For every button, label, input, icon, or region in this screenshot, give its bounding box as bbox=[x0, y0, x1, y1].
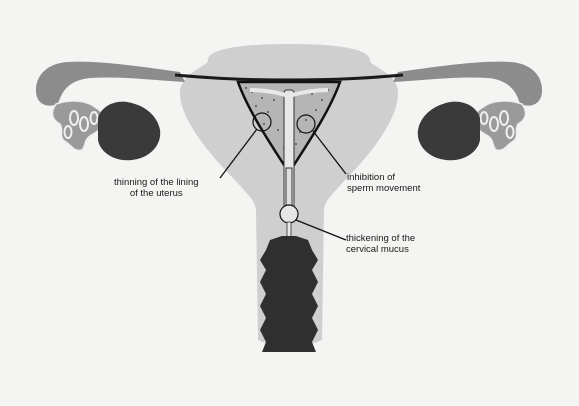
ovary-left bbox=[98, 102, 160, 161]
fallopian-tube-right bbox=[393, 62, 542, 106]
fimbriae-left bbox=[53, 101, 105, 150]
fallopian-tube-left bbox=[36, 62, 185, 106]
callout-mucus-line-1: thickening of the bbox=[346, 233, 415, 244]
callout-sperm-line-1: inhibition of bbox=[347, 172, 420, 183]
callout-lining: thinning of the lining of the uterus bbox=[114, 177, 199, 199]
mucus-circle bbox=[280, 205, 298, 223]
callout-mucus-line-2: cervical mucus bbox=[346, 244, 415, 255]
callout-lining-line-1: thinning of the lining bbox=[114, 177, 199, 188]
callout-sperm: inhibition of sperm movement bbox=[347, 172, 420, 194]
callout-lining-line-2: of the uterus bbox=[114, 188, 199, 199]
callout-mucus: thickening of the cervical mucus bbox=[346, 233, 415, 255]
cervix-vagina bbox=[260, 236, 318, 352]
cervical-canal bbox=[286, 168, 292, 205]
callout-sperm-line-2: sperm movement bbox=[347, 183, 420, 194]
fimbriae-right bbox=[474, 101, 526, 150]
ovary-right bbox=[418, 102, 480, 161]
